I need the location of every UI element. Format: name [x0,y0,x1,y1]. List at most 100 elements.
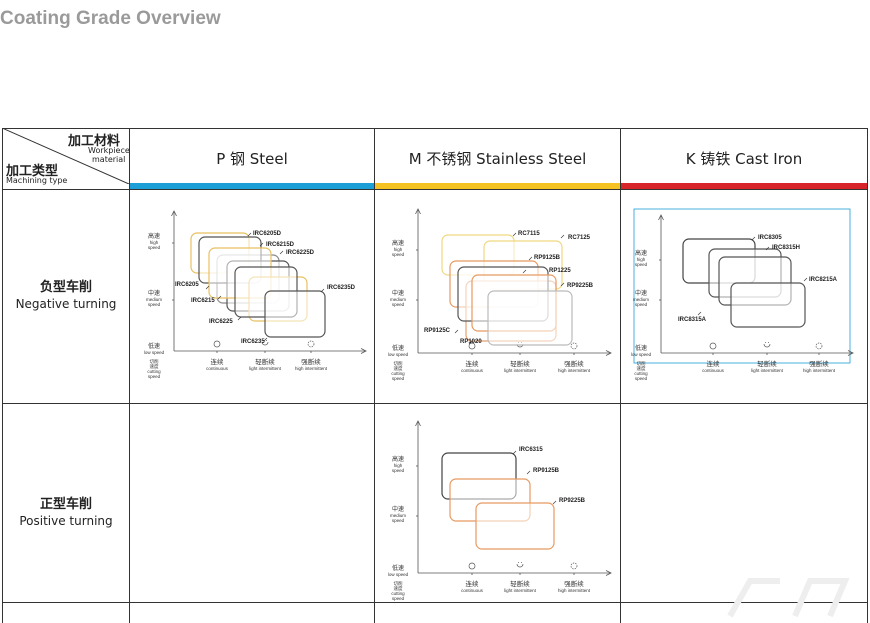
col-divider [2,128,3,623]
grade-label-leader [279,250,284,255]
tick-label-continuous-zh: 连续 [211,357,225,366]
tick-label-light-zh: 轻断续 [510,579,530,588]
heavy-intermittent-symbol-icon [570,562,578,570]
grade-label: RP1225 [549,268,571,274]
axis-label-cutting-zh2: 速度 [394,365,403,372]
tick-label-continuous-en: continuous [206,366,229,371]
tick-label-low-en: low speed [631,352,652,357]
tick-label-heavy-zh: 强断续 [301,357,321,366]
grade-label-leader [560,234,565,239]
grade-label-leader [765,246,770,251]
grade-label: IRC8305 [758,235,782,241]
grade-label: IRC8215A [809,277,838,283]
tick-label-continuous-zh: 连续 [466,579,480,588]
tick-label-high-zh: 高速 [392,455,404,463]
x-axis-arrow [605,570,612,576]
tick-label-low-en: low speed [388,572,409,577]
tick-label-medium-en: medium [633,297,649,302]
light-intermittent-symbol-icon [763,343,771,348]
grade-label: RP9225B [559,498,586,504]
grade-label-leader [552,500,557,505]
grade-label-leader [697,311,702,316]
tick-label-high-en2: speed [392,468,405,473]
tick-label-light-en: light intermittent [504,588,537,593]
row-divider [2,403,868,404]
column-header-steel: P 钢 Steel [216,150,288,168]
row-header-positive: 正型车削 Positive turning [3,493,129,528]
tick-label-low-zh: 低速 [392,344,404,352]
row-negative-zh: 负型车削 [39,280,92,295]
corner-diagonal [2,128,130,184]
axis-label-cutting-zh: 切削 [394,580,403,587]
grade-label: RP9125B [534,255,561,261]
grade-label-leader [522,269,527,274]
grade-label: IRC6235D [327,285,356,291]
tick-label-heavy-zh: 强断续 [564,359,584,368]
axis-label-cutting-zh2: 速度 [150,363,159,370]
tick-label-low-en: low speed [388,352,409,357]
continuous-symbol-icon [468,562,476,570]
continuous-symbol-icon [709,342,717,350]
selection-frame [633,208,851,364]
grade-label-leader [259,242,264,247]
heavy-intermittent-symbol-icon [815,342,823,350]
tick-label-heavy-zh: 强断续 [564,579,584,588]
tick-label-high-en2: speed [635,262,648,267]
axis-label-cutting-en2: speed [392,376,405,381]
corner-material-en1: Workpiece [88,146,130,155]
tick-label-low-zh: 低速 [148,342,160,350]
grade-label: IRC6205 [175,282,199,288]
tick-label-high-en: high [637,257,646,262]
heavy-intermittent-symbol-icon [570,342,578,350]
coating-grade-table: 加工材料 Workpiece material 加工类型 Machining t… [2,128,868,623]
grade-label-leader [512,450,517,455]
row-header-negative: 负型车削 Negative turning [3,276,129,311]
axis-label-cutting-en: cutting [391,591,405,596]
row-divider [2,602,868,603]
grade-label: RP9125B [533,468,560,474]
tick-label-medium-en: medium [390,513,406,518]
heavy-intermittent-symbol-icon [307,340,315,348]
col-divider [374,128,375,623]
grade-label-leader [512,232,517,237]
grade-label: IRC6315 [519,447,543,453]
tick-label-continuous-zh: 连续 [707,359,721,368]
tick-label-medium-en: medium [146,297,162,302]
tick-label-medium-en: medium [390,297,406,302]
grade-label-leader [247,232,252,237]
castiron-color-bar [621,183,867,189]
grade-label-leader [751,236,756,241]
header-bottom-border [2,189,868,190]
y-axis-arrow [415,208,421,215]
tick-label-continuous-en: continuous [702,368,725,373]
x-axis-arrow [847,350,854,356]
continuous-symbol-icon [213,340,221,348]
grade-label: IRC6215 [191,298,215,304]
tick-label-high-en: high [394,247,403,252]
tick-label-high-en: high [394,463,403,468]
col-divider [620,128,621,623]
grade-label-leader [468,340,473,345]
light-intermittent-notch-icon [263,340,267,341]
grade-label: RC7125 [568,235,591,241]
grade-label: IRC6225D [286,250,315,256]
stainless-color-bar [375,183,620,189]
grade-label-leader [237,316,242,321]
grade-label: IRC8315A [678,317,707,323]
axis-label-cutting-en: cutting [634,371,648,376]
grade-label: IRC6205D [253,231,282,237]
corner-material-en2: material [92,155,126,164]
grade-label-leader [803,277,808,282]
tick-label-heavy-en: high intermittent [803,368,836,373]
tick-label-high-zh: 高速 [148,232,160,240]
tick-label-light-en: light intermittent [751,368,784,373]
tick-label-light-zh: 轻断续 [255,357,275,366]
grade-label: IRC6225 [209,319,233,325]
column-header-castiron: K 铸铁 Cast Iron [685,150,803,168]
grade-region-RP9225B [475,502,555,550]
tick-label-high-en: high [150,240,159,245]
light-intermittent-notch-icon [765,342,769,343]
corner-type-zh: 加工类型 [6,164,59,179]
